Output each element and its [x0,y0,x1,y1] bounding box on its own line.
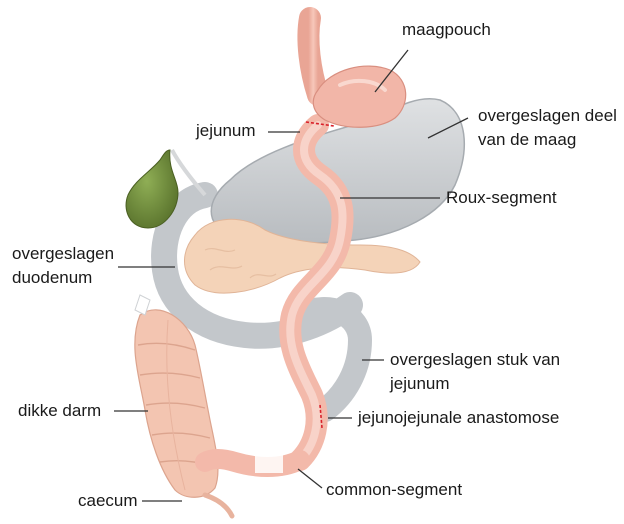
label-overgeslagen-deel-line1: overgeslagen deel [478,104,617,128]
label-common-segment: common-segment [326,478,462,502]
label-overgeslagen-deel-line2: van de maag [478,128,576,152]
label-roux-segment: Roux-segment [446,186,557,210]
label-maagpouch: maagpouch [402,18,491,42]
appendix [205,495,232,516]
label-overgeslagen-stuk-line1: overgeslagen stuk van [390,348,560,372]
common-channel [205,459,300,467]
common-segment-band [255,453,283,473]
esophagus [308,18,318,95]
label-jejunojejunale-anastomose: jejunojejunale anastomose [358,406,559,430]
label-caecum: caecum [78,489,138,513]
gallbladder [126,150,178,228]
label-overgeslagen-duodenum-line1: overgeslagen [12,242,114,266]
label-dikke-darm: dikke darm [18,399,101,423]
stomach-pouch [313,66,405,127]
label-overgeslagen-stuk-line2: jejunum [390,372,450,396]
label-jejunum: jejunum [196,119,256,143]
label-overgeslagen-duodenum-line2: duodenum [12,266,92,290]
